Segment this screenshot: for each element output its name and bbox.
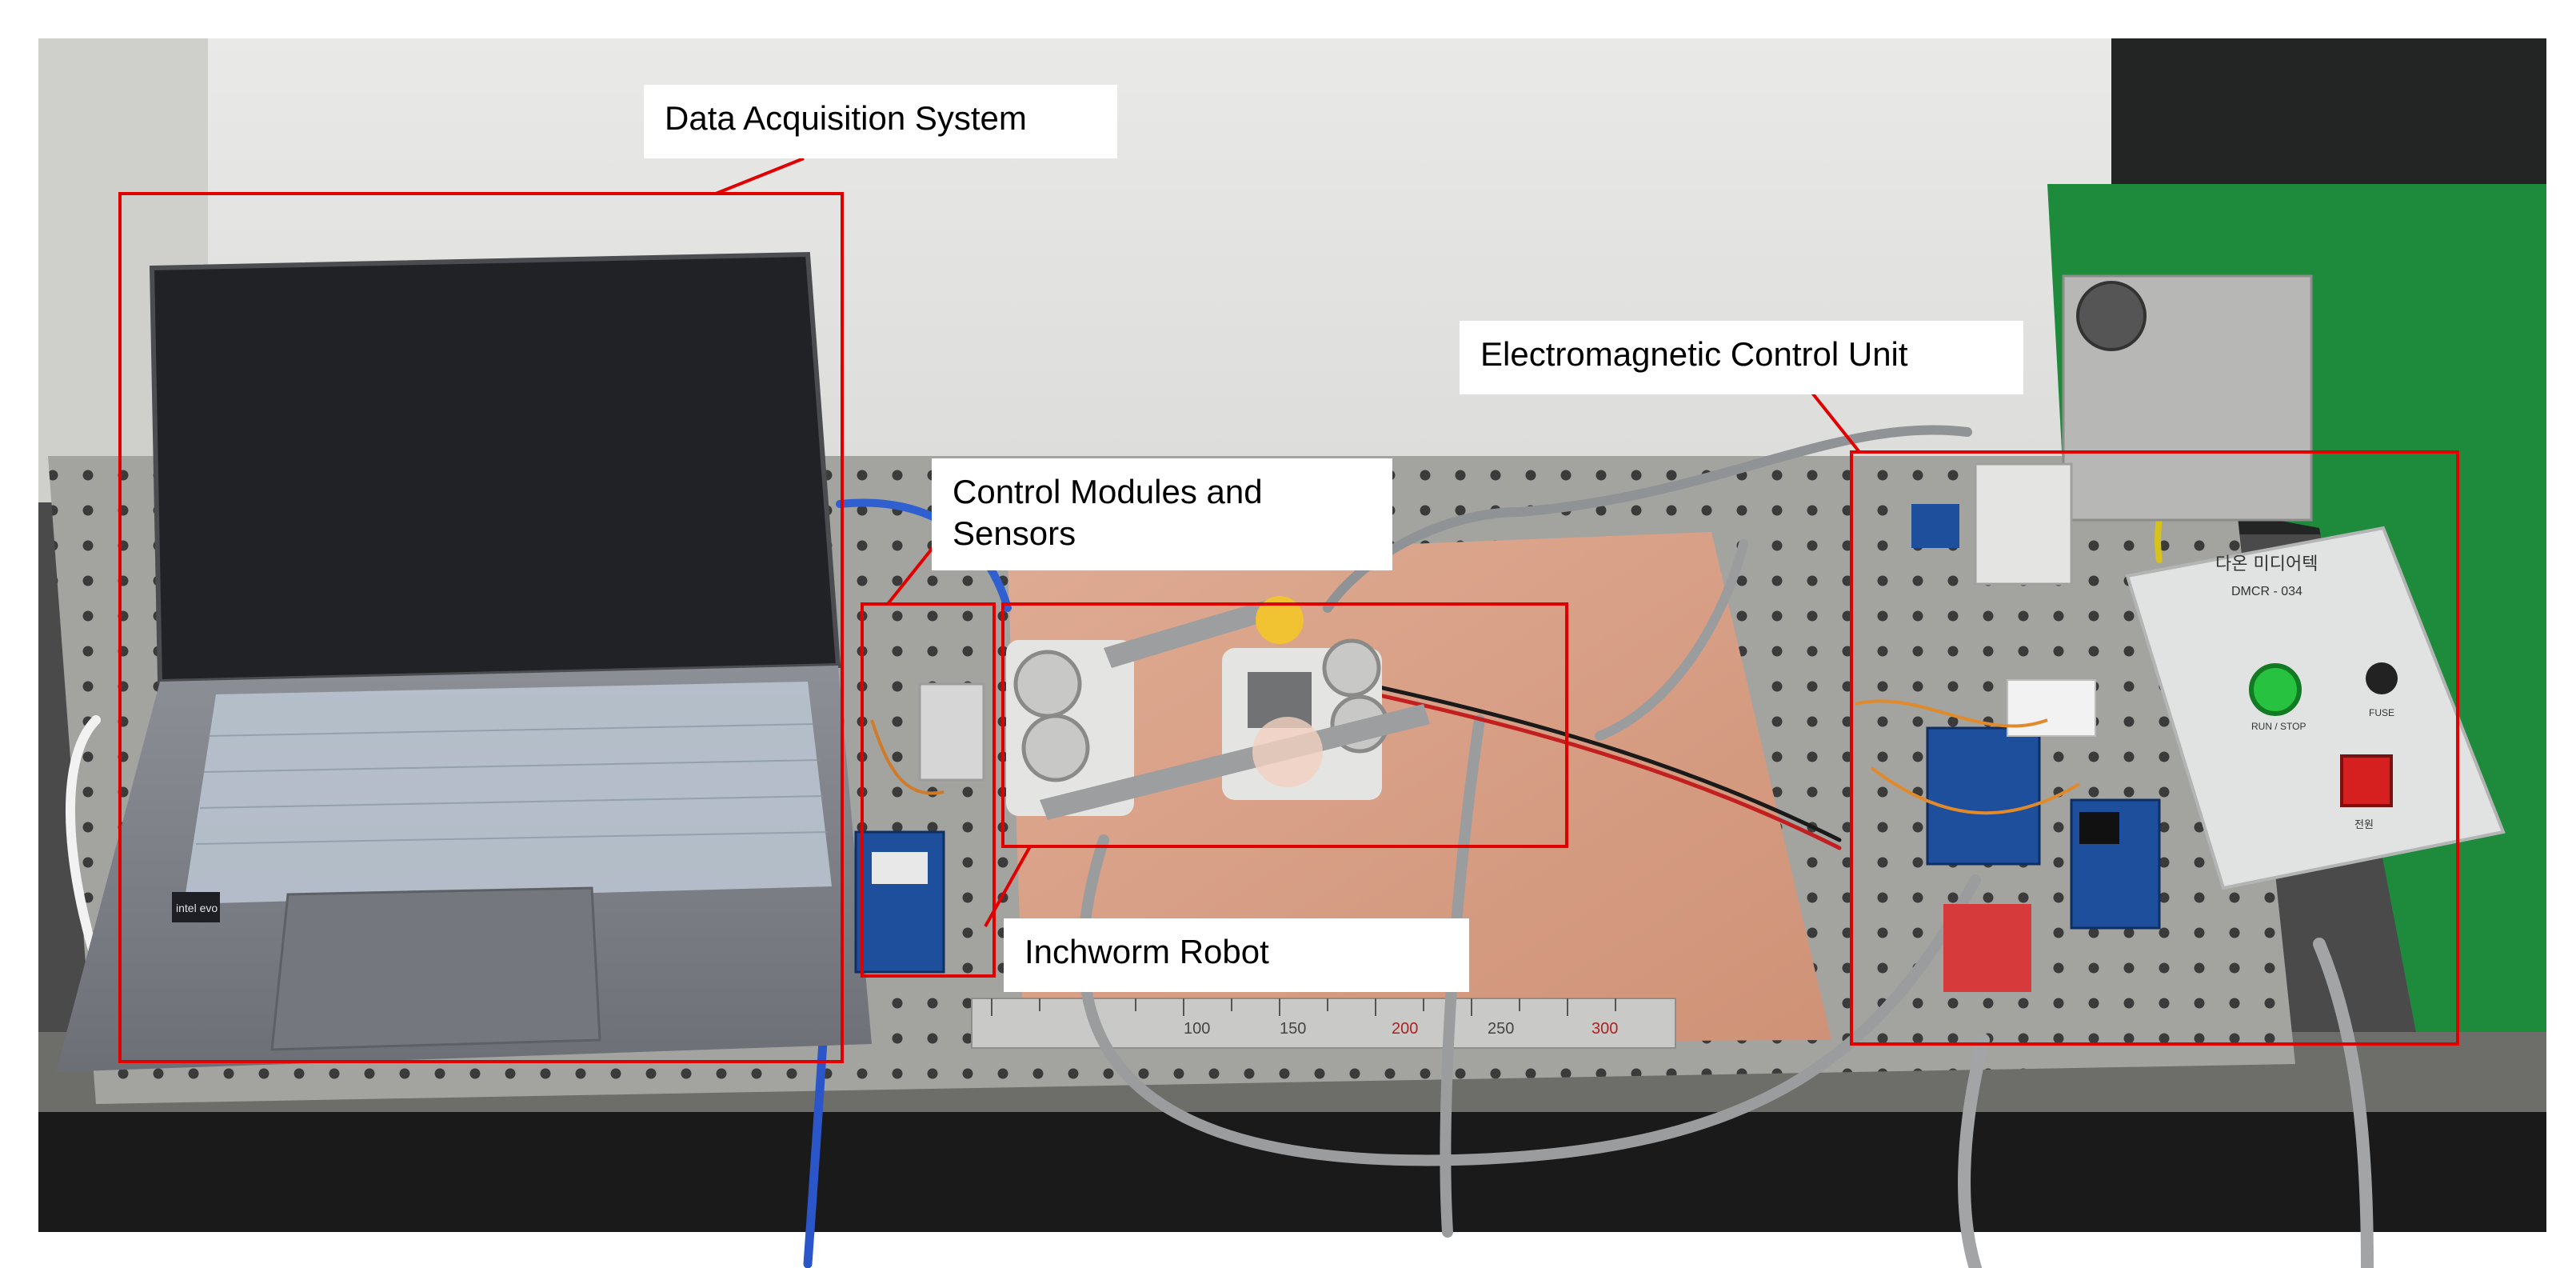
control-unit-hardware: 다온 미디어텍 DMCR - 034 RUN / STOP FUSE 전원: [1855, 274, 2506, 992]
ruler-tick-200: 200: [1392, 1020, 1418, 1038]
data-acquisition-leader: [715, 157, 805, 195]
inchworm-robot-box: [1001, 602, 1568, 848]
control-modules-hardware: [854, 682, 985, 974]
fuse-label: FUSE: [2369, 707, 2394, 718]
electromagnetic-control-text: Electromagnetic Control Unit: [1480, 335, 1908, 373]
ruler-tick-300: 300: [1592, 1020, 1618, 1038]
laptop: intel evo: [56, 251, 872, 1072]
power-switch: [2340, 754, 2393, 807]
inchworm-robot-text: Inchworm Robot: [1024, 933, 1269, 970]
control-box-model: DMCR - 034: [2231, 585, 2302, 598]
intel-evo-sticker: [172, 892, 220, 922]
control-modules-box: [861, 602, 996, 978]
ruler-tick-250: 250: [1488, 1020, 1514, 1038]
run-stop-label: RUN / STOP: [2251, 721, 2306, 732]
run-stop-button: [2249, 663, 2302, 716]
copper-sheet: [1008, 532, 1831, 1044]
ruler-tick-100: 100: [1184, 1020, 1210, 1038]
electromagnetic-control-leader: [1810, 390, 1861, 454]
annotation-overlays: [118, 157, 2459, 1063]
power-switch-label: 전원: [2354, 819, 2374, 831]
electromagnetic-control-label: Electromagnetic Control Unit: [1460, 321, 2023, 394]
inchworm-robot-hardware: [1006, 596, 1430, 820]
inchworm-robot-leader: [984, 846, 1032, 927]
control-modules-text: Control Modules and Sensors: [953, 473, 1263, 552]
inchworm-robot-label: Inchworm Robot: [1004, 918, 1469, 992]
control-box-title: 다온 미디어텍: [2215, 554, 2318, 574]
ruler-tick-150: 150: [1280, 1020, 1306, 1038]
electromagnetic-control-box: [1850, 450, 2459, 1046]
data-acquisition-text: Data Acquisition System: [665, 99, 1027, 137]
data-acquisition-box: [118, 192, 844, 1063]
steel-ruler: 100 150 200 250 300: [971, 998, 1676, 1049]
fuse-knob: [2366, 662, 2398, 694]
control-box: 다온 미디어텍 DMCR - 034 RUN / STOP FUSE 전원: [2125, 526, 2506, 890]
data-acquisition-label: Data Acquisition System: [644, 85, 1117, 158]
intel-evo-badge: intel evo: [176, 902, 218, 914]
control-modules-label: Control Modules and Sensors: [932, 458, 1392, 570]
